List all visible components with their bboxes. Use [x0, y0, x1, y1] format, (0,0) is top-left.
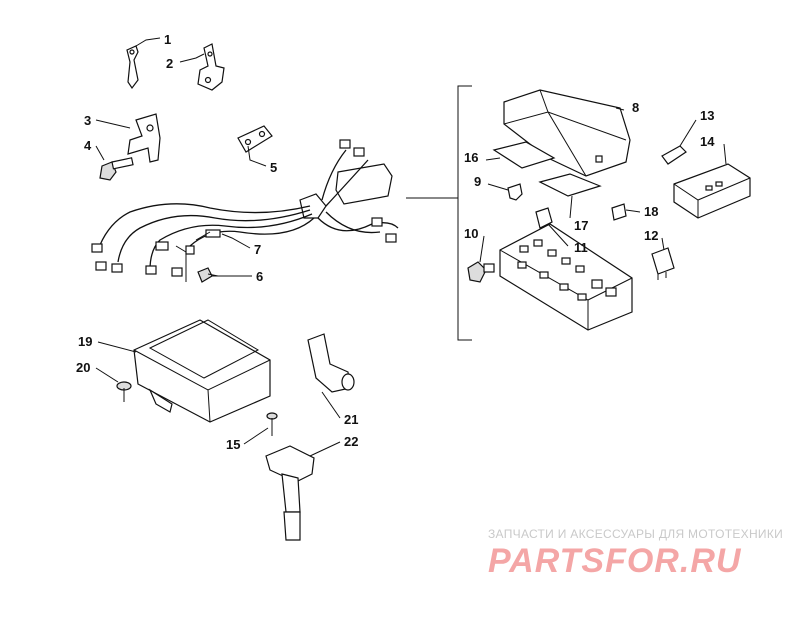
part-9-fuse — [507, 183, 523, 201]
part-22-ignition-coil — [265, 445, 315, 541]
part-6-bolt — [197, 267, 219, 283]
part-20-screw — [116, 381, 132, 402]
callout-11: 11 — [574, 240, 588, 255]
part-10-bolt — [467, 261, 495, 283]
part-21-sensor — [307, 333, 355, 393]
callout-2: 2 — [166, 56, 173, 71]
watermark-logo-main: PARTSFOR — [488, 542, 680, 580]
callout-5: 5 — [270, 160, 277, 175]
leader-lines — [95, 37, 727, 457]
callout-7: 7 — [254, 242, 261, 257]
part-5-plate — [237, 125, 273, 153]
part-14-label — [673, 163, 751, 219]
part-18-fuse — [611, 203, 627, 221]
part-11-relay — [535, 207, 553, 229]
part-4-bolt — [99, 157, 134, 181]
callout-9: 9 — [474, 174, 481, 189]
part-13-connector — [661, 145, 687, 165]
callout-15: 15 — [226, 437, 240, 452]
part-1-bracket — [126, 45, 139, 90]
callout-21: 21 — [344, 412, 358, 427]
part-16-label-sheet — [492, 141, 556, 169]
part-7-wiring-harness — [91, 139, 399, 282]
callout-6: 6 — [256, 269, 263, 284]
callout-1: 1 — [164, 32, 171, 47]
callout-19: 19 — [78, 334, 92, 349]
part-8-fuse-box-cover — [503, 89, 631, 177]
fuse-block — [499, 223, 633, 331]
callout-4: 4 — [84, 138, 92, 153]
part-12-relay — [651, 247, 675, 280]
callout-3: 3 — [84, 113, 91, 128]
callout-16: 16 — [464, 150, 478, 165]
part-19-control-unit — [133, 319, 271, 423]
part-2-bracket — [197, 43, 225, 91]
callout-12: 12 — [644, 228, 658, 243]
part-3-bracket — [127, 113, 161, 163]
callout-14: 14 — [700, 134, 715, 149]
watermark-logo-suffix: .RU — [680, 542, 742, 580]
callout-18: 18 — [644, 204, 658, 219]
watermark: ЗАПЧАСТИ И АКСЕССУАРЫ ДЛЯ МОТОТЕХНИКИ PA… — [488, 527, 783, 580]
part-17-label-sheet — [538, 173, 602, 197]
watermark-logo: PARTSFOR.RU — [488, 542, 742, 580]
callout-13: 13 — [700, 108, 714, 123]
callout-20: 20 — [76, 360, 90, 375]
group-bracket-line — [457, 85, 472, 341]
callout-10: 10 — [464, 226, 478, 241]
watermark-subtitle: ЗАПЧАСТИ И АКСЕССУАРЫ ДЛЯ МОТОТЕХНИКИ — [488, 527, 783, 541]
callout-labels: 1 2 3 4 5 6 7 8 9 10 11 12 13 14 15 16 1… — [76, 32, 715, 452]
callout-17: 17 — [574, 218, 588, 233]
part-15-bolt — [266, 412, 278, 436]
callout-22: 22 — [344, 434, 358, 449]
callout-8: 8 — [632, 100, 639, 115]
